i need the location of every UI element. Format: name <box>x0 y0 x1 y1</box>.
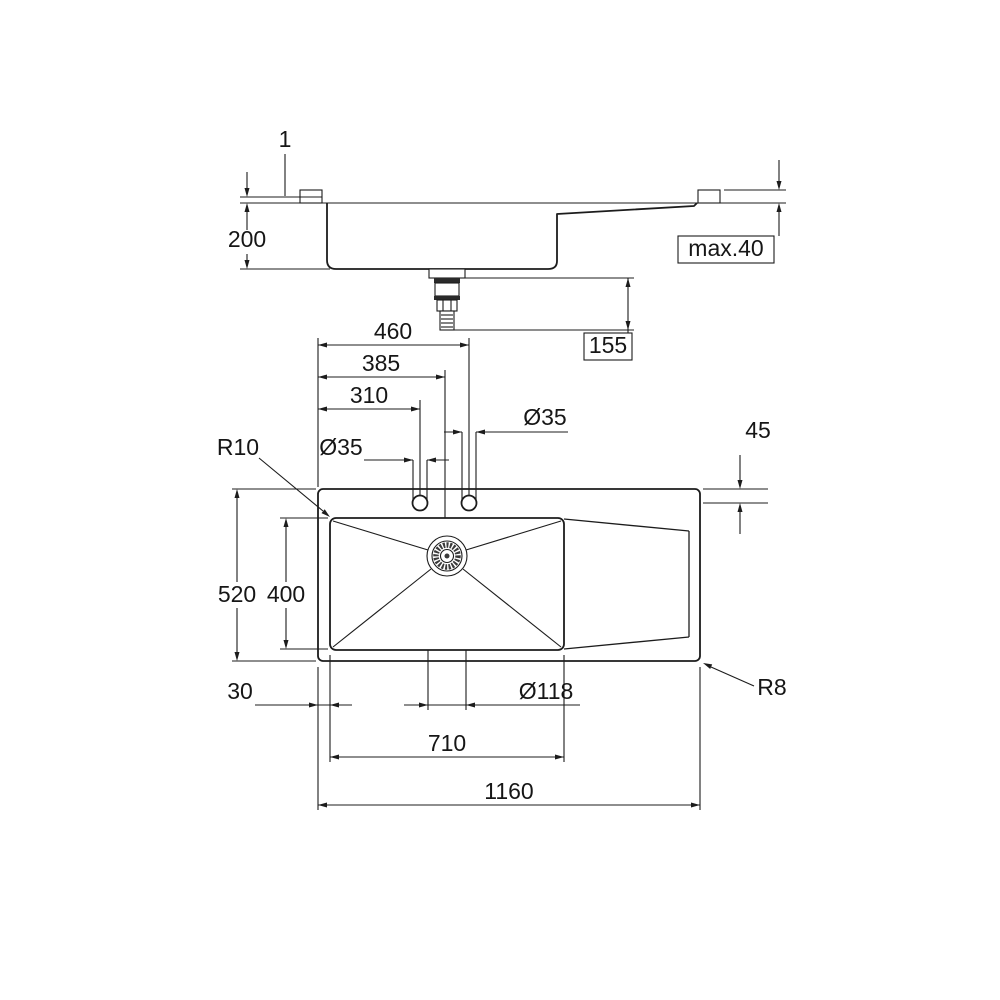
dim-counter-thickness: max.40 <box>677 160 786 264</box>
drain-nut <box>436 299 458 312</box>
drainboard-outline <box>563 518 690 650</box>
dim-drain-center-offset: 385 <box>318 350 445 380</box>
left-hole-dia-label: Ø35 <box>319 434 362 460</box>
dim-left-hole-offset: 310 <box>318 382 420 412</box>
rim-height-label: 1 <box>279 126 292 152</box>
drain-nut-ring <box>434 296 460 300</box>
right-hole-offset-label: 460 <box>374 318 412 344</box>
drain-body <box>434 282 460 297</box>
bowl-fold-lines <box>332 520 562 648</box>
drain-clearance-box <box>583 332 633 361</box>
drain-flange <box>428 268 466 279</box>
dim-hole-to-edge: 45 <box>737 417 771 534</box>
outer-corner-radius-label: R8 <box>757 674 786 700</box>
dim-outer-corner-radius: R8 <box>703 663 787 700</box>
dim-bowl-depth: 200 <box>228 203 330 270</box>
dim-edge-to-bowl: 30 <box>227 678 352 708</box>
edge-to-bowl-label: 30 <box>227 678 253 704</box>
dim-right-hole-dia: Ø35 <box>444 404 568 435</box>
bowl-outline <box>329 517 565 651</box>
dim-inner-corner-radius: R10 <box>217 434 330 517</box>
drain-center-dot <box>444 553 450 559</box>
bowl-width-label: 710 <box>428 730 466 756</box>
dim-rim-height: 1 <box>244 126 292 197</box>
drain-mid-circle <box>431 540 463 572</box>
dim-drain-dia: Ø118 <box>404 678 580 708</box>
counter-thickness-box <box>677 235 775 264</box>
drain-fitting <box>428 268 466 331</box>
drain-plan <box>426 535 468 577</box>
drain-knurled-ring <box>433 542 461 570</box>
drain-seal-ring <box>434 278 460 283</box>
counter-thickness-label: max.40 <box>688 235 763 261</box>
countertop-right-section <box>697 189 721 204</box>
drain-center-offset-label: 385 <box>362 350 400 376</box>
dim-bowl-length-side: 400 <box>267 518 305 649</box>
dim-drain-clearance: 155 <box>454 277 634 361</box>
outer-length-side-label: 520 <box>218 581 256 607</box>
bowl-depth-label: 200 <box>228 226 266 252</box>
drain-dia-label: Ø118 <box>519 678 574 704</box>
plan-view: 460 385 310 Ø35 <box>217 318 787 810</box>
dim-outer-length-side: 520 <box>218 489 256 661</box>
faucet-hole-left <box>411 494 429 512</box>
dim-left-hole-dia: Ø35 <box>319 434 449 463</box>
inner-corner-radius-label: R10 <box>217 434 259 460</box>
side-view: 1 200 max.40 15 <box>228 126 786 361</box>
drain-tailpipe <box>439 310 455 331</box>
drain-clearance-label: 155 <box>589 332 627 358</box>
faucet-hole-right <box>460 494 478 512</box>
bowl-length-side-label: 400 <box>267 581 305 607</box>
overall-width-label: 1160 <box>484 778 533 804</box>
right-hole-dia-label: Ø35 <box>523 404 566 430</box>
bowl-profile <box>326 202 698 270</box>
left-hole-offset-label: 310 <box>350 382 388 408</box>
dim-bowl-width: 710 <box>330 730 564 760</box>
dim-overall-width: 1160 <box>318 778 700 808</box>
sink-outer-outline <box>317 488 701 662</box>
hole-to-edge-label: 45 <box>745 417 771 443</box>
dim-right-hole-offset: 460 <box>318 318 469 348</box>
